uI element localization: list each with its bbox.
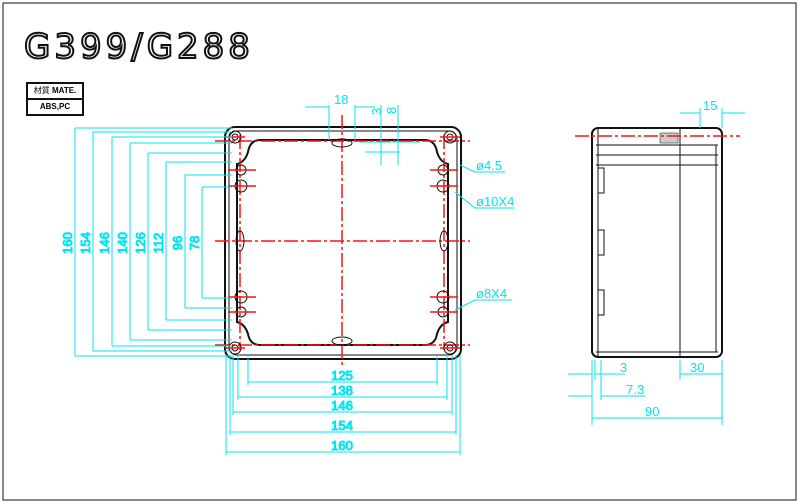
material-box: 材質 MATE. ABS,PC — [26, 82, 84, 116]
material-label-en: MATE. — [51, 86, 77, 95]
callout-hole-4-5: ø4.5 — [476, 158, 502, 173]
side-dim-7-3: 7.3 — [626, 382, 644, 397]
material-value: ABS,PC — [28, 98, 82, 114]
dim-height-1: 154 — [78, 232, 93, 254]
dim-height-6: 96 — [170, 236, 185, 250]
dim-width-1: 138 — [331, 383, 353, 398]
side-dim-3: 3 — [620, 360, 627, 375]
front-outline — [224, 126, 462, 360]
dim-width-4: 160 — [331, 438, 353, 453]
dim-height-4: 126 — [133, 232, 148, 254]
dim-width-2: 146 — [331, 398, 353, 413]
dim-height-3: 140 — [115, 232, 130, 254]
dim-height-2: 146 — [97, 232, 112, 254]
dim-top-8: 8 — [384, 107, 399, 114]
dim-width-3: 154 — [331, 418, 353, 433]
callout-hole-8x4: ø8X4 — [476, 286, 507, 301]
dim-height-7: 78 — [187, 236, 202, 250]
side-outline — [591, 127, 723, 358]
side-dim-30: 30 — [690, 360, 704, 375]
material-label: 材質 MATE. — [28, 84, 82, 98]
side-view: 15 3 30 7.3 90 — [568, 98, 745, 425]
dim-width-0: 125 — [331, 368, 353, 383]
dim-height-0: 160 — [60, 232, 75, 254]
dim-top-3: 3 — [369, 108, 384, 115]
side-dim-15: 15 — [703, 98, 717, 113]
material-label-cn: 材質 — [33, 86, 50, 95]
drawing-title: G399/G288 — [24, 27, 254, 67]
dim-top-18: 18 — [334, 92, 348, 107]
callout-hole-10x4: ø10X4 — [476, 194, 514, 209]
side-dim-90: 90 — [645, 404, 659, 419]
dim-height-5: 112 — [151, 233, 166, 254]
